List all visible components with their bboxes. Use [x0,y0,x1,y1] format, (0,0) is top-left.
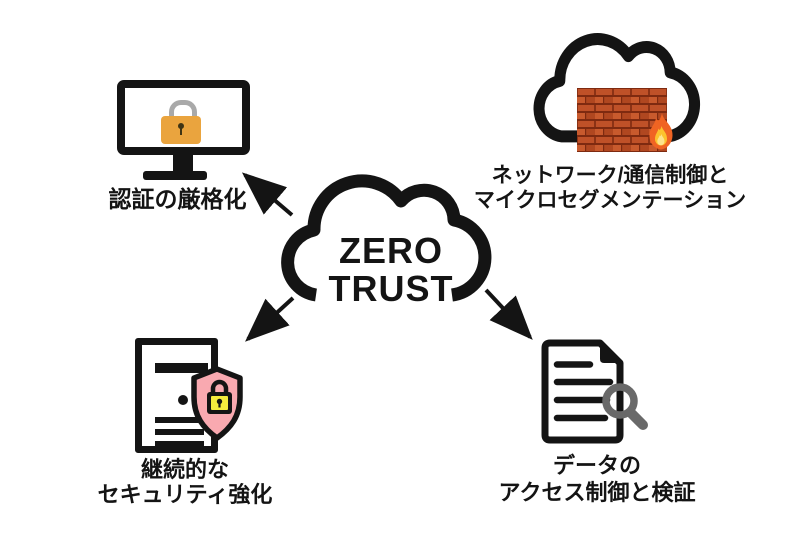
zero-trust-title: ZERO TRUST [280,232,502,308]
monitor-frame [117,80,250,155]
keyhole [178,123,184,129]
cloud-firewall-icon [533,28,713,158]
monitor-base [143,171,207,180]
label-security-line2: セキュリティ強化 [97,482,273,507]
keyhole-stem [180,127,182,135]
padlock-icon [161,116,201,144]
label-data: データの アクセス制御と検証 [472,452,722,506]
label-security-line1: 継続的な [140,457,229,482]
monitor-stand [173,154,193,172]
cloud-icon [281,174,492,302]
label-auth: 認証の厳格化 [60,186,295,212]
label-network-line2: マイクロセグメンテーション [473,189,747,212]
document-title-bar [155,363,208,373]
label-auth-text: 認証の厳格化 [108,186,247,212]
fire-icon [649,113,673,150]
folded-corner [600,343,620,363]
label-data-line1: データの [552,453,641,478]
label-security: 継続的な セキュリティ強化 [75,457,295,507]
label-data-line2: アクセス制御と検証 [498,480,696,505]
label-network-line1: ネットワーク/通信制御と [491,164,729,187]
document-dot [178,395,188,405]
document-search-icon [541,339,648,444]
document-line [155,441,204,447]
document-line [155,429,204,435]
zero-trust-line1: ZERO [338,230,443,271]
label-network: ネットワーク/通信制御と マイクロセグメンテーション [472,163,748,213]
magnifier-icon [602,383,648,430]
monitor-lock-icon [117,80,250,180]
zero-trust-line2: TRUST [328,268,454,309]
document-line [155,417,204,423]
shield-lock-icon [191,366,243,441]
padlock-shackle [169,100,197,123]
